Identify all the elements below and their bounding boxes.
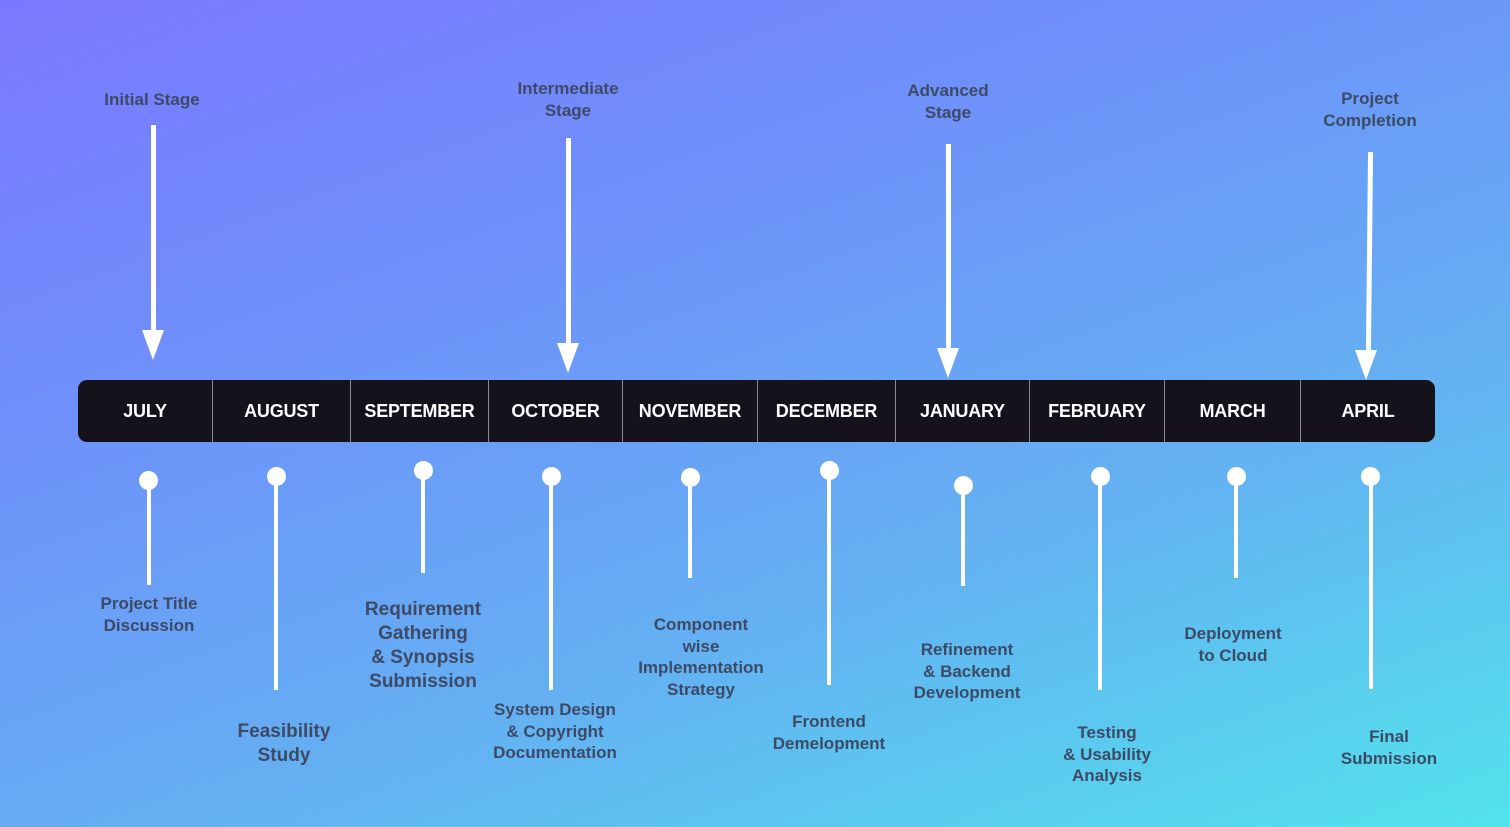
- stage-arrowhead-advanced: [937, 348, 959, 378]
- stage-label-initial: Initial Stage: [104, 90, 200, 109]
- stage-arrowhead-completion: [1355, 350, 1377, 380]
- month-march: MARCH: [1165, 380, 1301, 442]
- stage-arrow-initial: [151, 125, 156, 333]
- month-april: APRIL: [1341, 400, 1395, 421]
- pin-line-november: [688, 477, 692, 578]
- month-october: OCTOBER: [489, 380, 623, 442]
- pin-line-august: [274, 476, 278, 690]
- stage-arrowhead-intermediate: [557, 343, 579, 373]
- pin-line-december: [827, 470, 831, 685]
- stage-arrow-advanced: [946, 144, 951, 350]
- pin-line-october: [549, 476, 553, 690]
- month-timeline-bar: JULY AUGUST SEPTEMBER OCTOBER NOVEMBER D…: [78, 380, 1435, 442]
- pin-line-february: [1098, 476, 1102, 690]
- pin-line-july: [147, 480, 151, 585]
- stage-arrow-completion: [1365, 151, 1374, 353]
- pin-line-march: [1234, 476, 1238, 578]
- month-august: AUGUST: [213, 380, 351, 442]
- month-january: JANUARY: [896, 380, 1030, 442]
- month-november: NOVEMBER: [623, 380, 758, 442]
- pin-line-september: [421, 470, 425, 573]
- month-december: DECEMBER: [758, 380, 896, 442]
- month-july: JULY: [78, 380, 213, 442]
- month-february: FEBRUARY: [1030, 380, 1165, 442]
- stage-arrowhead-initial: [142, 330, 164, 360]
- pin-line-january: [961, 485, 965, 586]
- pin-line-april: [1369, 476, 1373, 689]
- stage-arrow-intermediate: [566, 138, 571, 346]
- month-september: SEPTEMBER: [351, 380, 489, 442]
